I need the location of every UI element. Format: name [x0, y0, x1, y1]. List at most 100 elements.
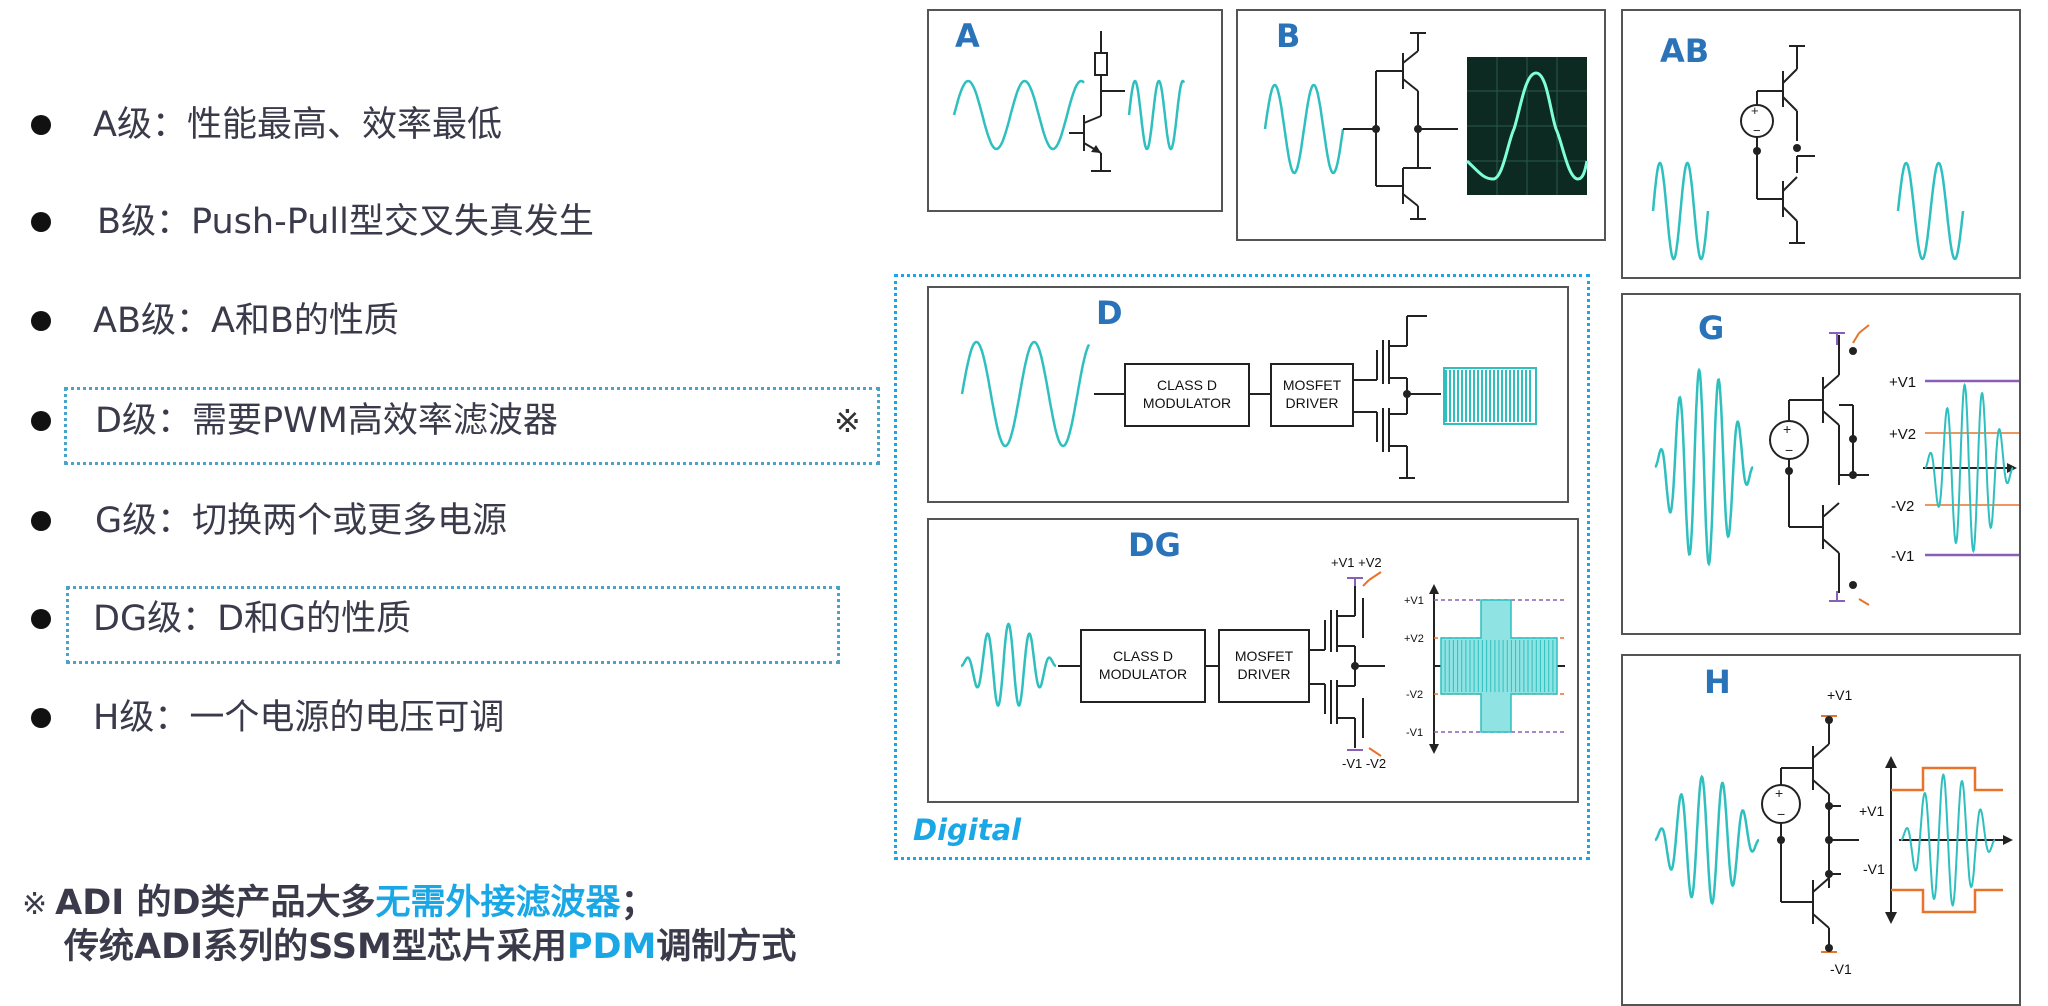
block-text: DRIVER [1238, 666, 1291, 682]
junction-dot [1351, 662, 1359, 670]
block-text: MODULATOR [1143, 395, 1231, 411]
input-waveform [960, 340, 1091, 448]
bottom-rail-label: -V1 [1830, 961, 1852, 977]
level-label: +V2 [1404, 633, 1424, 645]
bias-source-and-transistors [1761, 716, 1859, 952]
level-label: -V1 [1891, 548, 1914, 565]
mosfet-driver-block [1218, 629, 1310, 703]
note-line2-a: 传统ADI系列的SSM型芯片采用 [64, 927, 567, 967]
bias-source-and-transistors [1740, 45, 1815, 244]
level-label: +V1 [1859, 803, 1885, 819]
distorted-output-trace [1465, 71, 1589, 181]
class-g-diagram: + − +V1 +V2 -V2 -V1 [1654, 324, 2019, 606]
panel-class-d: D CLASS D MODULATOR MOSFET DRIVER [927, 286, 1569, 503]
mosfet-pair [1353, 315, 1441, 479]
push-pull-transistors [1343, 32, 1458, 220]
bullet-text: AB级：A和B的性质 [93, 301, 399, 341]
class-d-modulator-block [1080, 629, 1206, 703]
digital-group-box [894, 274, 1590, 860]
plus-sign: + [1783, 421, 1791, 437]
panel-label: H [1704, 663, 1731, 701]
block-text: MODULATOR [1099, 666, 1187, 682]
class-d-modulator-block [1124, 363, 1250, 427]
panel-label: B [1276, 17, 1301, 55]
supply-rail-symbols [1347, 571, 1382, 757]
panel-class-dg: DG CLASS D MODULATOR MOSFET DRIVER +V1 +… [927, 518, 1579, 803]
input-waveform [1654, 774, 1760, 906]
mosfet-driver-block [1270, 363, 1354, 427]
digital-group-label: Digital [913, 813, 1022, 847]
minus-sign: − [1753, 123, 1761, 138]
plus-sign: + [1751, 103, 1759, 118]
panel-class-b: B [1236, 9, 1606, 241]
class-ab-diagram: + − [1651, 45, 1965, 261]
emitter-arrow [1091, 145, 1101, 153]
junction-dot [1849, 435, 1857, 443]
level-label: -V1 [1863, 861, 1885, 877]
g-output-plot: +V1 +V2 -V2 -V1 [1889, 374, 2019, 565]
top-rails-label: +V1 +V2 [1331, 555, 1382, 570]
note-line1-highlight: 无需外接滤波器 [375, 883, 621, 923]
plus-sign: + [1775, 785, 1783, 801]
note-line1-b: ； [620, 883, 656, 923]
input-waveform [1651, 161, 1710, 261]
note-line2-b: 调制方式 [656, 927, 797, 967]
panel-class-h: H +V1 -V1 + − [1621, 654, 2021, 1006]
panel-label: G [1698, 309, 1725, 347]
note-symbol: ※ [22, 887, 48, 922]
level-label: -V2 [1406, 689, 1423, 701]
class-h-diagram: +V1 -V1 + − +V1 [1654, 687, 2013, 977]
panel-label: DG [1128, 526, 1181, 564]
junction-dot [1753, 147, 1761, 155]
bias-source-and-transistors [1769, 335, 1869, 593]
level-label: +V2 [1889, 426, 1916, 443]
junction-dot [1825, 836, 1833, 844]
junction-dot [1849, 581, 1857, 589]
class-a-diagram [952, 31, 1186, 172]
junction-dot [1403, 390, 1411, 398]
junction-dot [1793, 144, 1801, 152]
reference-mark: ※ [834, 402, 861, 440]
block-text: MOSFET [1235, 648, 1294, 664]
panel-label: D [1096, 294, 1123, 332]
pwm-output [1443, 367, 1537, 425]
input-waveform [952, 79, 1085, 151]
bullet-dot [31, 212, 51, 232]
junction-dot [1849, 347, 1857, 355]
mosfet-pair [1309, 580, 1385, 748]
panel-class-a: A [927, 9, 1223, 212]
level-label: +V1 [1889, 374, 1916, 391]
class-dg-diagram: CLASS D MODULATOR MOSFET DRIVER +V1 +V2 … [960, 555, 1565, 771]
footnote: ※ADI 的D类产品大多无需外接滤波器； 传统ADI系列的SSM型芯片采用PDM… [22, 882, 796, 968]
bullet-text: H级：一个电源的电压可调 [93, 698, 505, 738]
panel-class-g: G + − [1621, 293, 2021, 635]
output-waveform [1127, 79, 1186, 151]
h-output-plot: +V1 -V1 [1859, 756, 2013, 924]
bullet-dot [31, 411, 51, 431]
note-line2-highlight: PDM [566, 927, 657, 967]
block-text: MOSFET [1283, 377, 1342, 393]
output-waveform [1896, 161, 1965, 261]
level-label: -V2 [1891, 498, 1914, 515]
junction-dot [1849, 471, 1857, 479]
panel-label: A [955, 17, 980, 55]
level-label: +V1 [1404, 595, 1424, 607]
junction-dot [1777, 836, 1785, 844]
input-waveform [1654, 367, 1754, 567]
bullet-dot [31, 115, 51, 135]
panel-label: AB [1660, 32, 1710, 70]
junction-dot [1825, 870, 1833, 878]
top-rail-label: +V1 [1827, 687, 1853, 703]
highlight-box-class-dg [66, 586, 840, 664]
bullet-text: G级：切换两个或更多电源 [95, 501, 508, 541]
class-b-diagram [1263, 32, 1589, 220]
bullet-dot [31, 311, 51, 331]
block-text: CLASS D [1157, 377, 1217, 393]
note-line1-a: ADI 的D类产品大多 [55, 883, 376, 923]
block-text: DRIVER [1286, 395, 1339, 411]
bullet-text: DG级：D和G的性质 [93, 599, 412, 639]
minus-sign: − [1785, 442, 1793, 458]
block-text: CLASS D [1113, 648, 1173, 664]
dg-output-plot: +V1 +V2 -V2 -V1 [1404, 584, 1565, 754]
junction-dot [1785, 467, 1793, 475]
